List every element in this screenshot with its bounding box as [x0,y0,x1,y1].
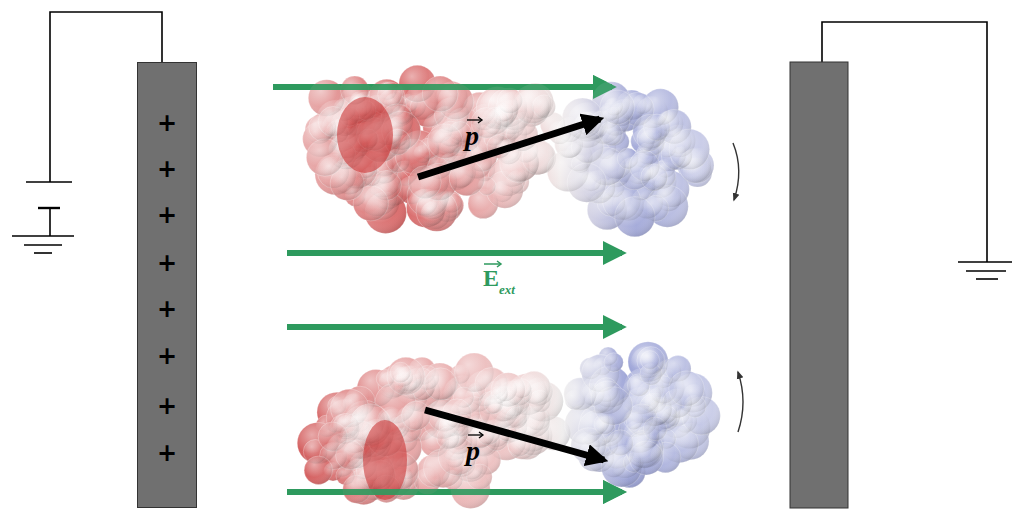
charge-sign: + [138,251,196,275]
rotation-arrow [733,143,739,200]
charge-sign: + [138,344,196,368]
vector-mark [467,117,483,438]
charge-sign: + [138,441,196,465]
charge-sign: + [138,203,196,227]
protein-surface [297,342,720,509]
field-lines [273,87,622,492]
capacitor-plate [790,62,848,508]
dipole-arrow [425,410,604,460]
dipole-label: p [465,122,479,150]
capacitor-plate: + + + + + + + + [137,62,197,508]
rotation-arrow [738,372,743,432]
protein-surface [303,65,714,236]
field-subscript: ext [499,283,515,296]
field-label: E [483,266,499,290]
charge-sign: + [138,157,196,181]
charge-sign: + [138,297,196,321]
field-line [273,84,612,90]
dipole-label: p [466,437,480,465]
ground-circuit [822,22,1012,279]
dipole-arrow [418,119,600,177]
charge-sign: + [138,111,196,135]
charge-sign: + [138,394,196,418]
field-line [287,489,622,495]
